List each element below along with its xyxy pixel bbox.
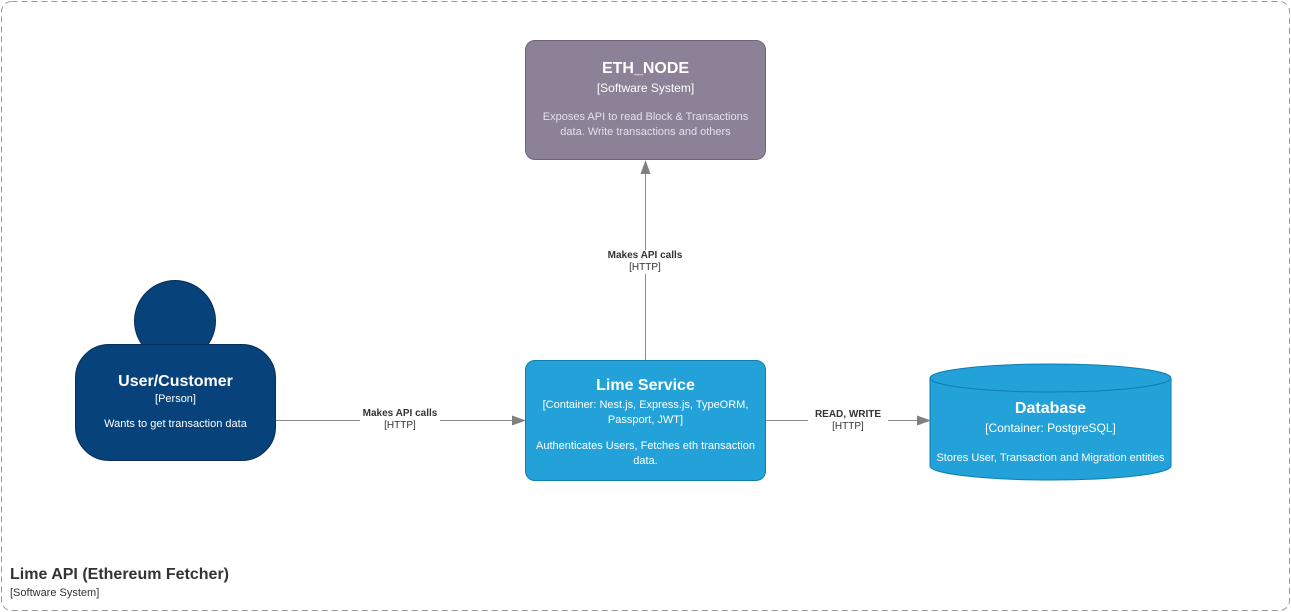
edge-label-user-to-service: Makes API calls [HTTP] [360, 408, 440, 432]
database-type: [Container: PostgreSQL] [985, 421, 1116, 435]
edge-label-service-to-eth: Makes API calls [HTTP] [600, 250, 690, 274]
eth-node-type: [Software System] [596, 81, 695, 95]
lime-service-type: [Container: Nest.js, Express.js, TypeORM… [542, 399, 749, 426]
user-description: Wants to get transaction data [104, 418, 247, 430]
eth-node-description: Exposes API to read Block & Transactions… [542, 111, 749, 138]
boundary-title: Lime API (Ethereum Fetcher) [10, 566, 230, 583]
eth-node-title: ETH_NODE [601, 60, 690, 77]
boundary-type: [Software System] [10, 587, 100, 599]
user-type: [Person] [155, 393, 196, 405]
eth-node-box[interactable]: ETH_NODE [Software System] Exposes API t… [525, 40, 766, 160]
database-description: Stores User, Transaction and Migration e… [936, 452, 1165, 464]
database-cylinder[interactable] [929, 363, 1172, 481]
lime-service-title: Lime Service [596, 377, 695, 394]
edge-tech-text: [HTTP] [629, 262, 661, 273]
edge-tech-text: [HTTP] [384, 420, 416, 431]
lime-service-description: Authenticates Users, Fetches eth transac… [536, 440, 755, 467]
lime-service-box[interactable]: Lime Service [Container: Nest.js, Expres… [525, 360, 766, 481]
user-title: User/Customer [118, 373, 233, 390]
edge-label-text: Makes API calls [362, 408, 438, 419]
database-label: Database [Container: PostgreSQL] Stores … [930, 400, 1171, 466]
user-person-box[interactable]: User/Customer [Person] Wants to get tran… [75, 344, 276, 461]
edge-label-text: READ, WRITE [814, 409, 882, 420]
edge-tech-text: [HTTP] [832, 421, 864, 432]
database-title: Database [1014, 400, 1087, 417]
edge-label-service-to-db: READ, WRITE [HTTP] [808, 409, 888, 433]
edge-label-text: Makes API calls [607, 250, 683, 261]
